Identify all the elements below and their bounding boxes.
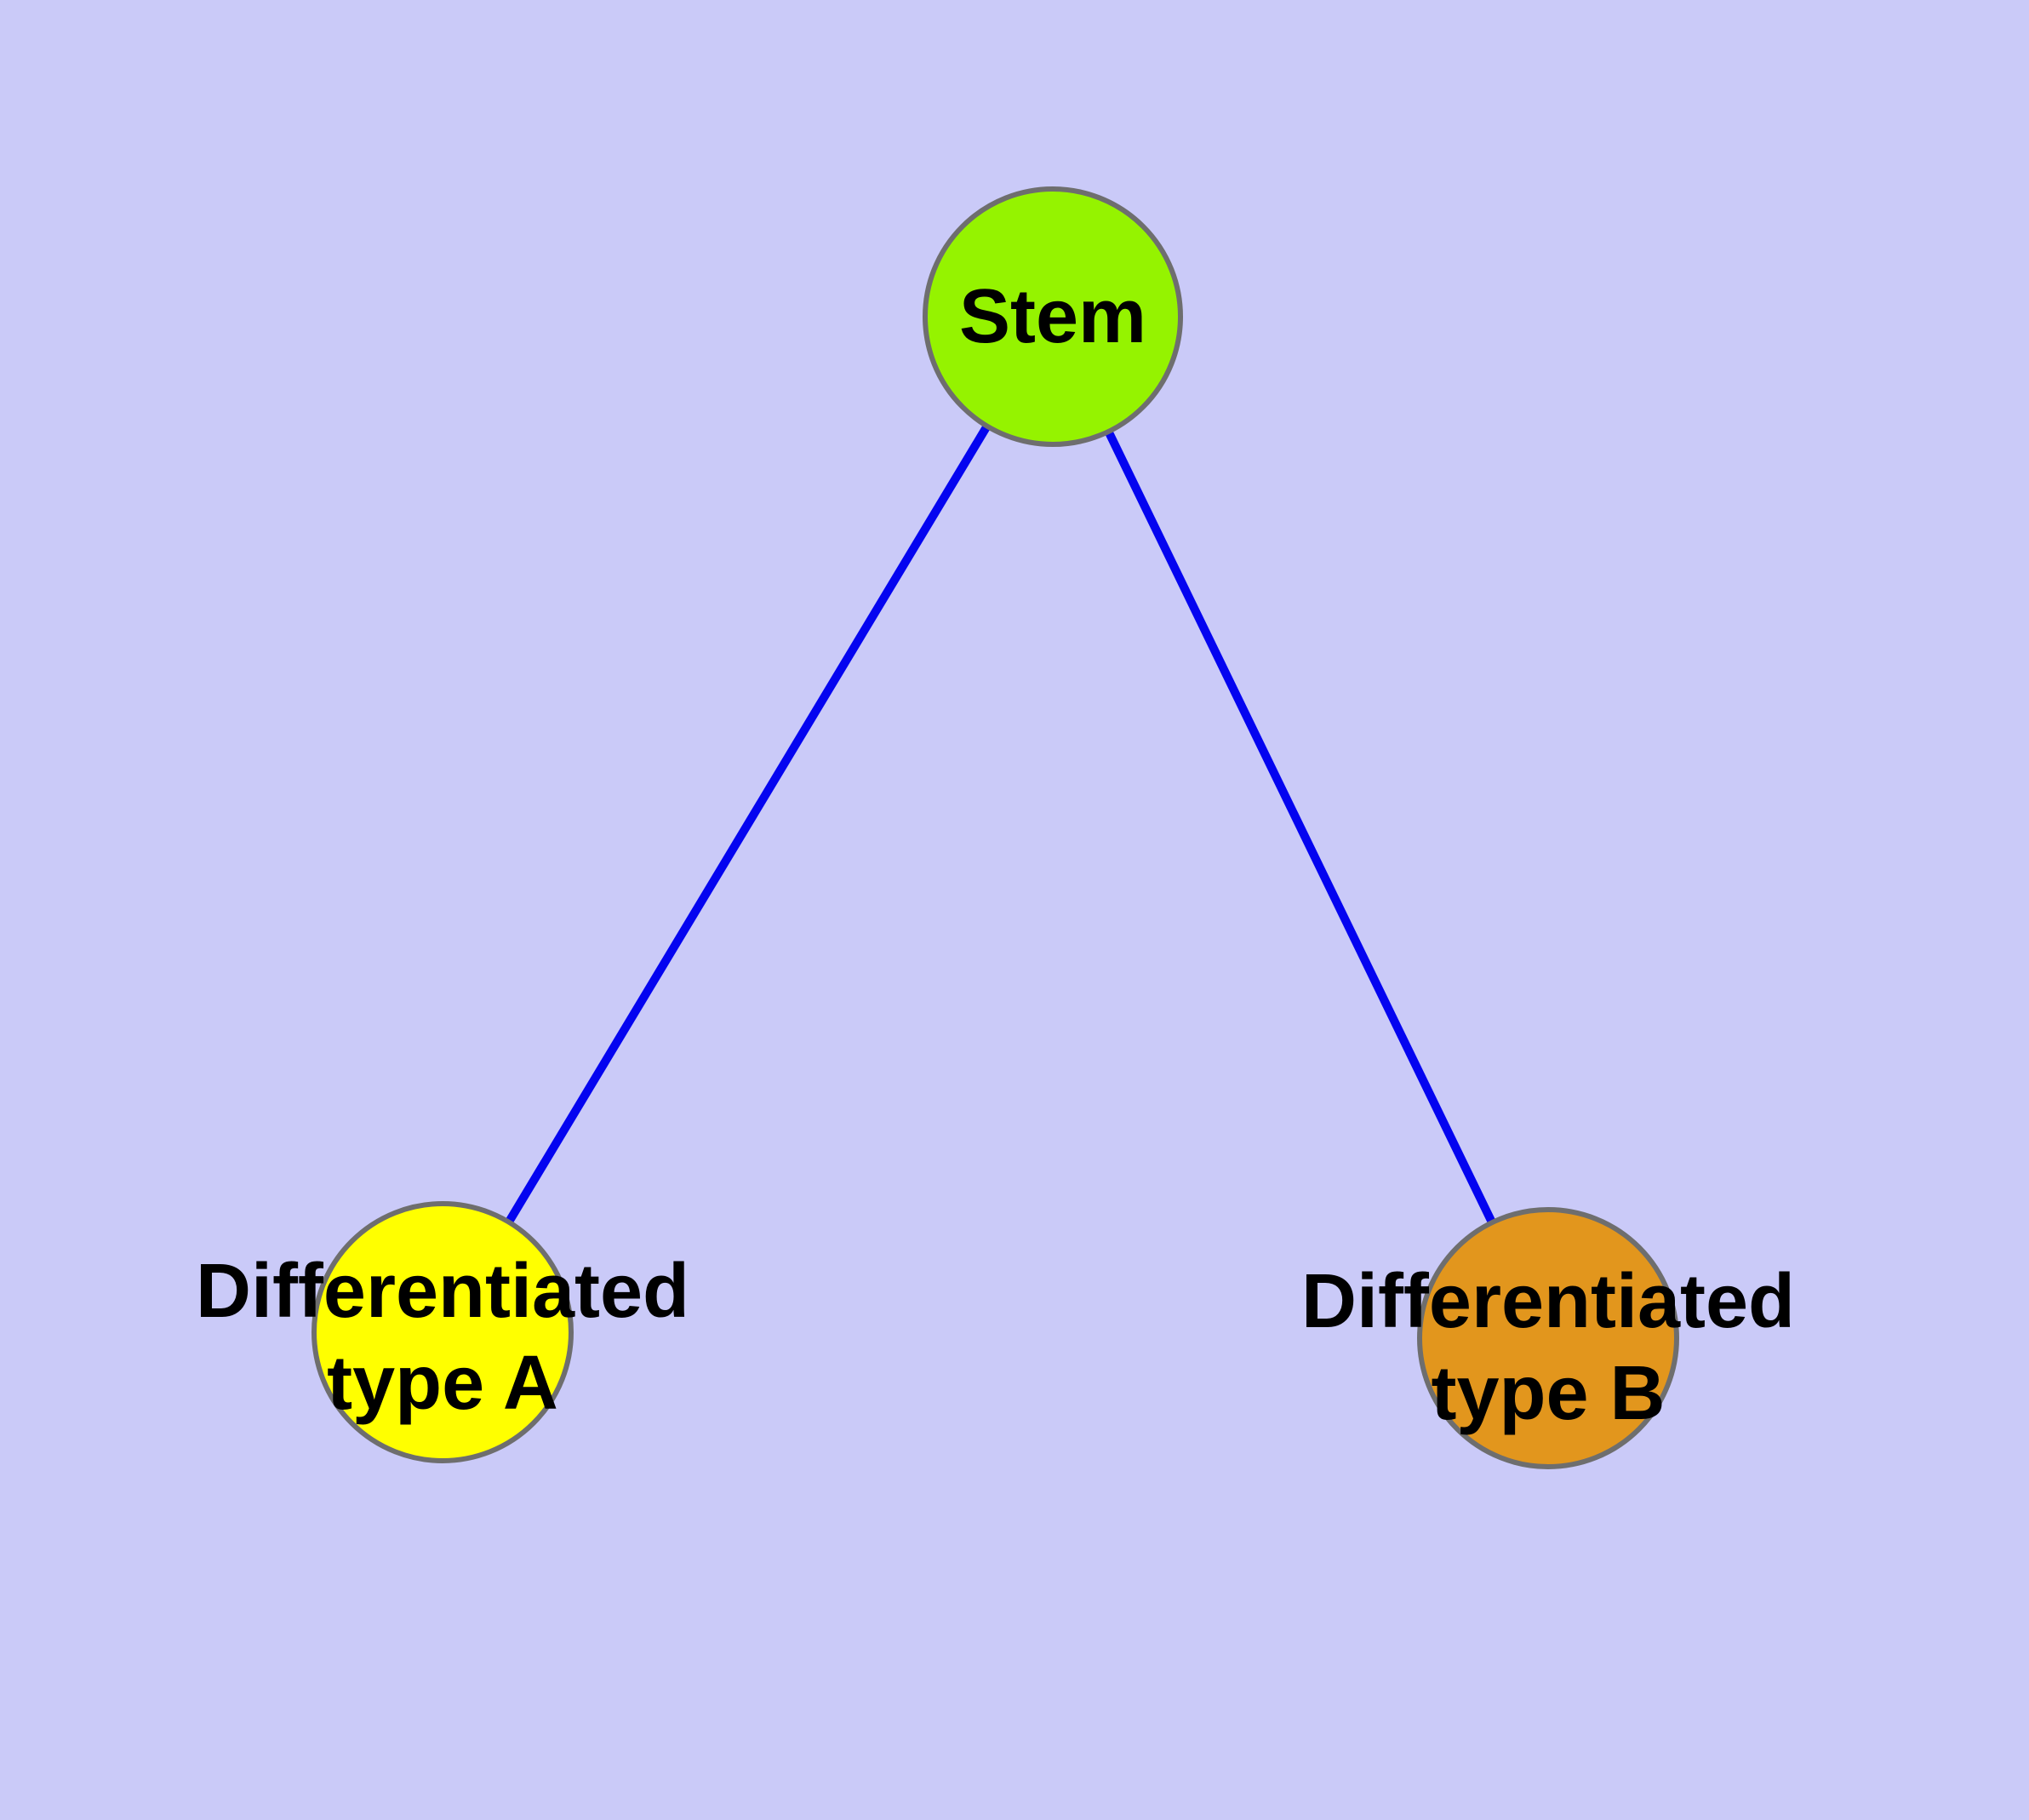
node-stem xyxy=(923,186,1183,447)
node-type-a-label-line2: type A xyxy=(327,1341,558,1426)
node-differentiated-type-b xyxy=(1417,1207,1679,1469)
node-type-a-label-line1: Differentiated xyxy=(196,1249,689,1334)
edge-stem-to-type-b xyxy=(1049,314,1552,1341)
node-differentiated-type-a xyxy=(311,1201,574,1463)
node-stem-label: Stem xyxy=(959,274,1146,359)
edge-stem-to-type-a xyxy=(438,314,1057,1335)
node-type-b-label-line2: type B xyxy=(1431,1351,1665,1436)
node-type-b-label-line1: Differentiated xyxy=(1301,1259,1795,1344)
